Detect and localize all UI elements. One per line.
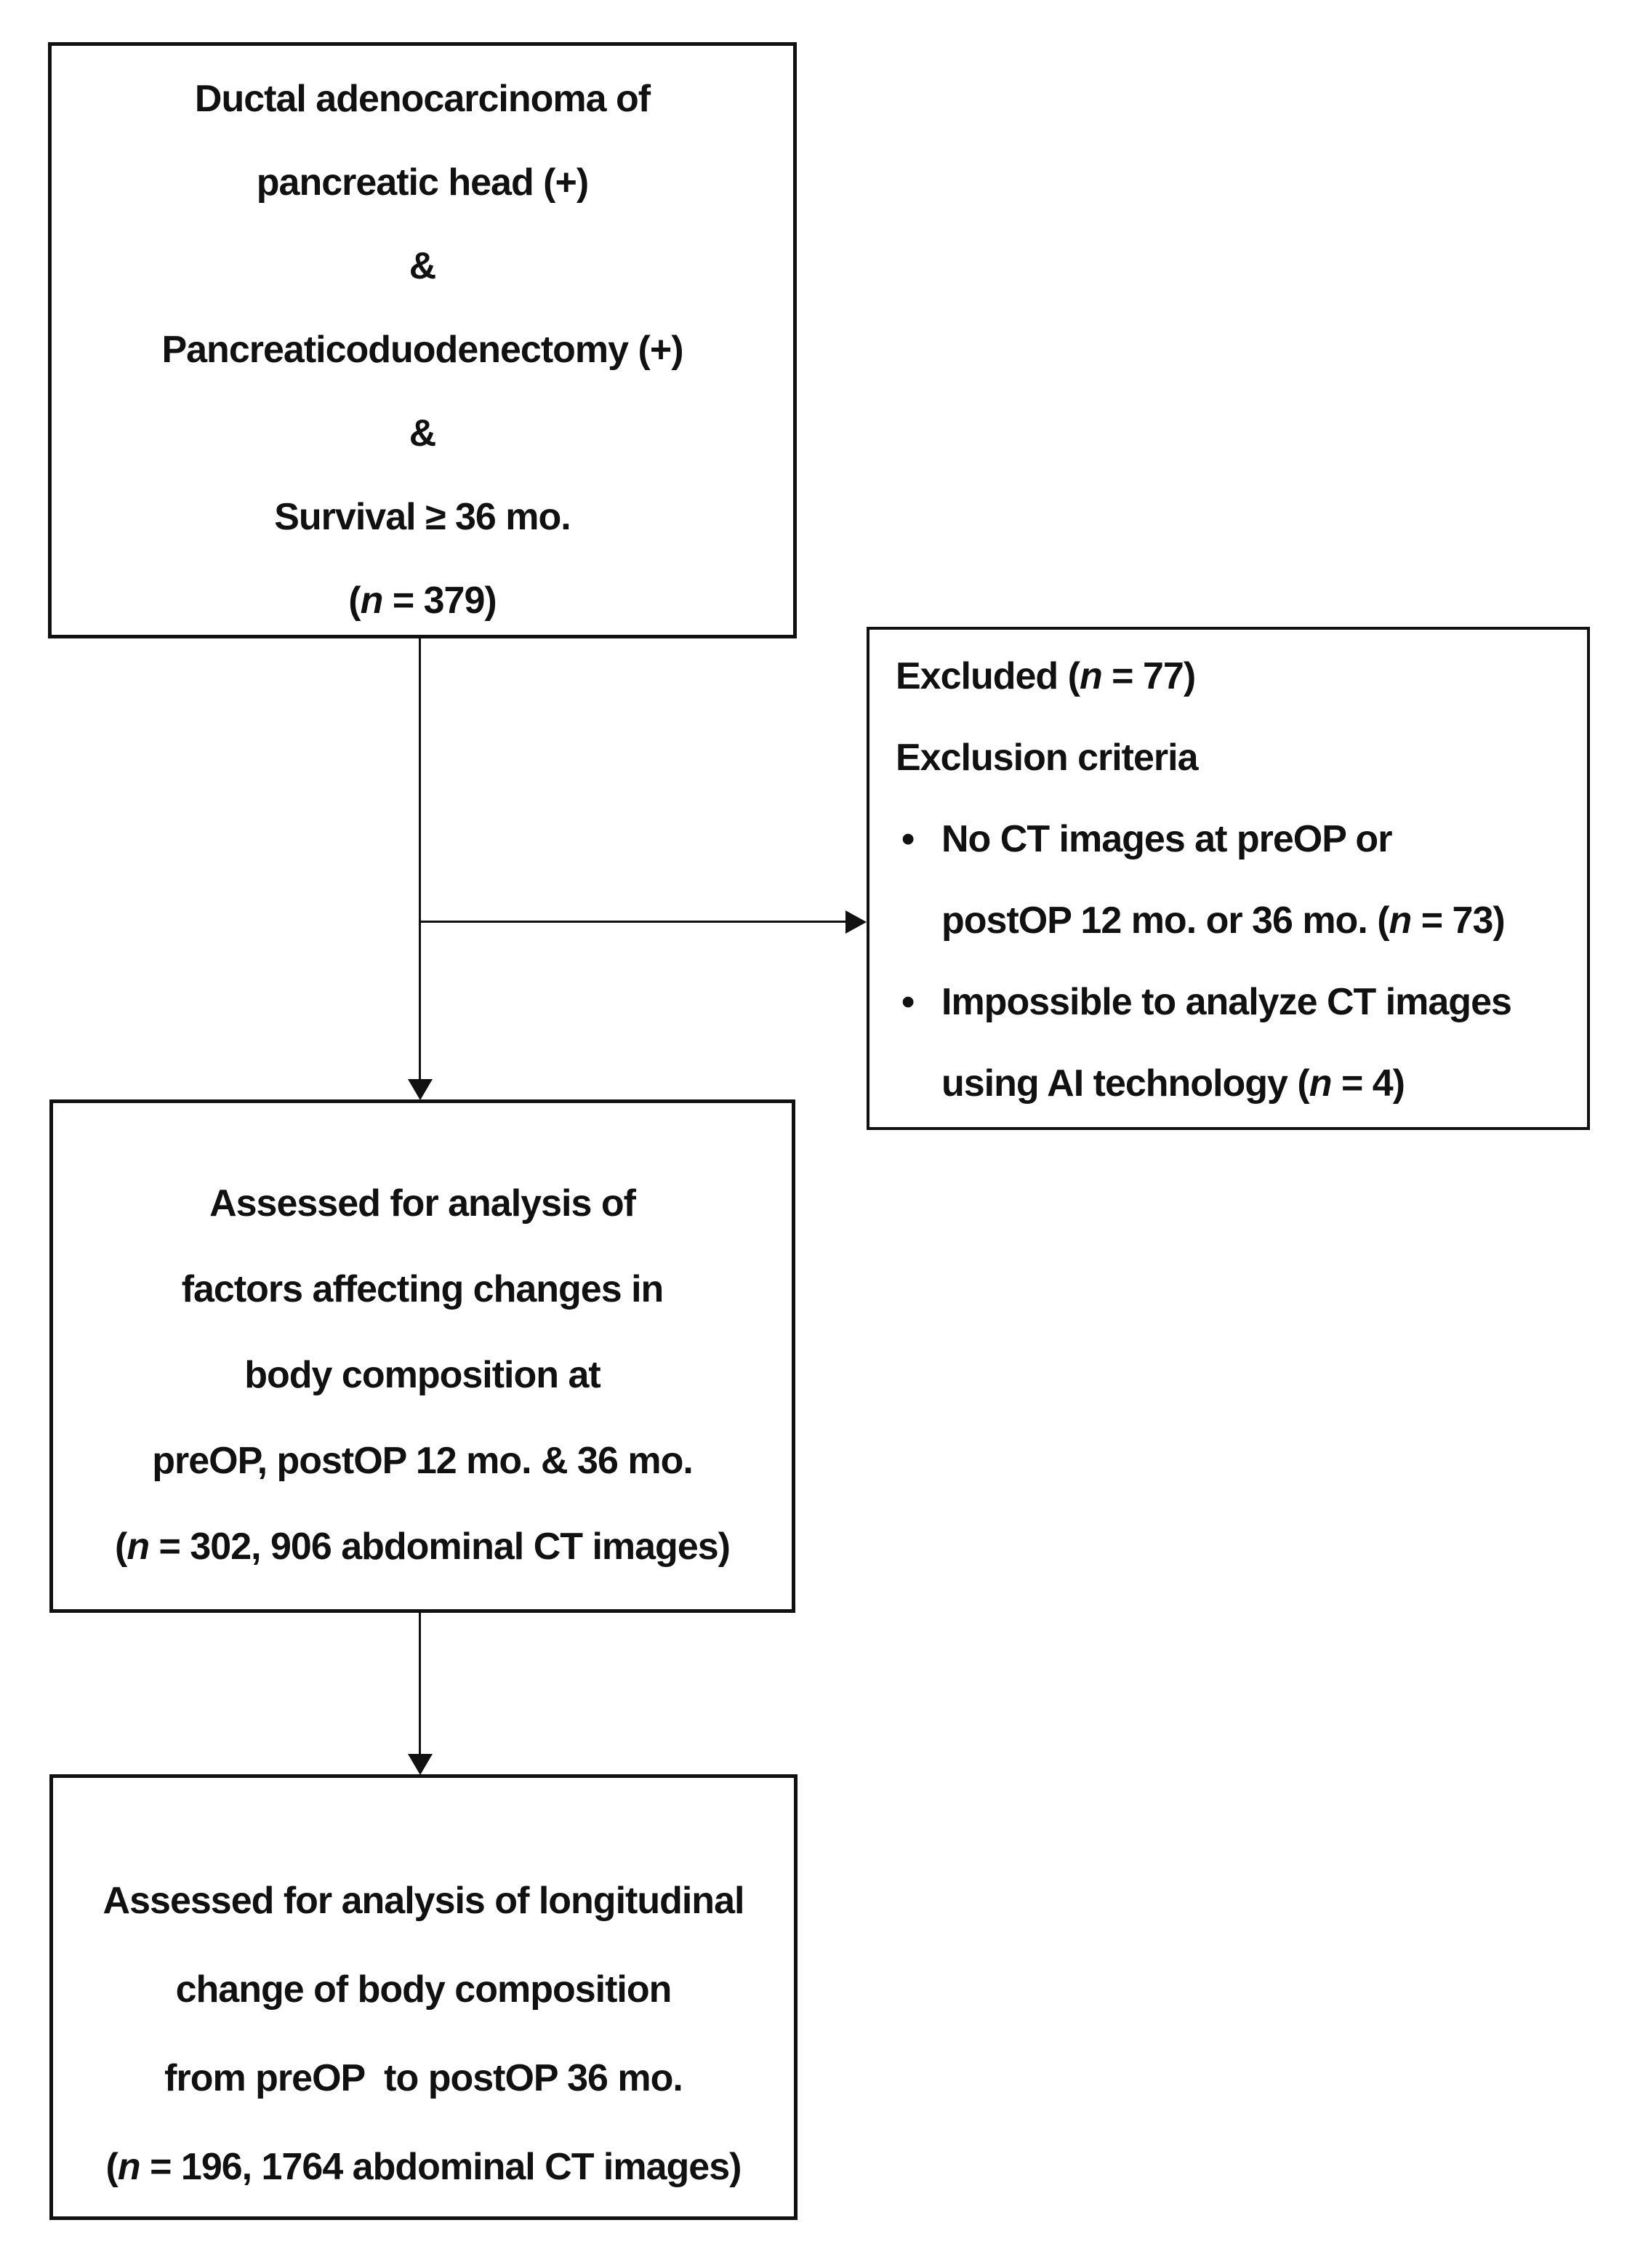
arrowhead-down-icon [408, 1079, 433, 1100]
assessed-factors-box: Assessed for analysis of factors affecti… [49, 1099, 795, 1613]
excluded-bullet-continuation: using AI technology (n = 4) [941, 1062, 1405, 1105]
excluded-subtitle: Exclusion criteria [896, 737, 1199, 779]
eligibility-line: & [409, 245, 437, 287]
excluded-bullet-continuation: postOP 12 mo. or 36 mo. (n = 73) [941, 899, 1506, 942]
assessed-factors-line: body composition at [244, 1354, 600, 1396]
assessed-factors-line: Assessed for analysis of [209, 1182, 636, 1225]
eligibility-line: Pancreaticoduodenectomy (+) [161, 329, 683, 371]
bullet-icon: • [901, 981, 915, 1023]
assessed-longitudinal-line: from preOP to postOP 36 mo. [164, 2057, 683, 2099]
connector-vertical-bottom [419, 1613, 421, 1755]
bullet-icon: • [901, 818, 915, 860]
eligibility-line: & [409, 412, 437, 454]
excluded-bullet-text: Impossible to analyze CT images [941, 981, 1512, 1023]
eligibility-line: Ductal adenocarcinoma of [194, 78, 651, 120]
arrowhead-right-icon [845, 910, 867, 934]
excluded-bullet-item: • Impossible to analyze CT images [896, 961, 1580, 1043]
excluded-box: Excluded (n = 77) Exclusion criteria • N… [867, 627, 1590, 1130]
excluded-bullet-item: • No CT images at preOP or [896, 798, 1580, 880]
assessed-longitudinal-count: (n = 196, 1764 abdominal CT images) [105, 2146, 742, 2188]
eligibility-line: Survival ≥ 36 mo. [274, 496, 571, 538]
assessed-factors-line: factors affecting changes in [181, 1268, 664, 1310]
assessed-longitudinal-box: Assessed for analysis of longitudinal ch… [49, 1774, 798, 2220]
assessed-longitudinal-line: change of body composition [175, 1968, 672, 2011]
connector-horizontal-branch [420, 921, 849, 923]
eligibility-box: Ductal adenocarcinoma of pancreatic head… [48, 42, 797, 638]
assessed-longitudinal-line: Assessed for analysis of longitudinal [103, 1880, 745, 1922]
assessed-factors-count: (n = 302, 906 abdominal CT images) [115, 1526, 731, 1568]
eligibility-line: pancreatic head (+) [256, 161, 589, 204]
assessed-factors-line: preOP, postOP 12 mo. & 36 mo. [152, 1440, 694, 1482]
eligibility-count: (n = 379) [348, 580, 497, 622]
connector-vertical-top [419, 638, 421, 1080]
arrowhead-down-icon [408, 1754, 433, 1775]
excluded-bullet-text: No CT images at preOP or [941, 818, 1392, 860]
excluded-title: Excluded (n = 77) [896, 655, 1196, 697]
